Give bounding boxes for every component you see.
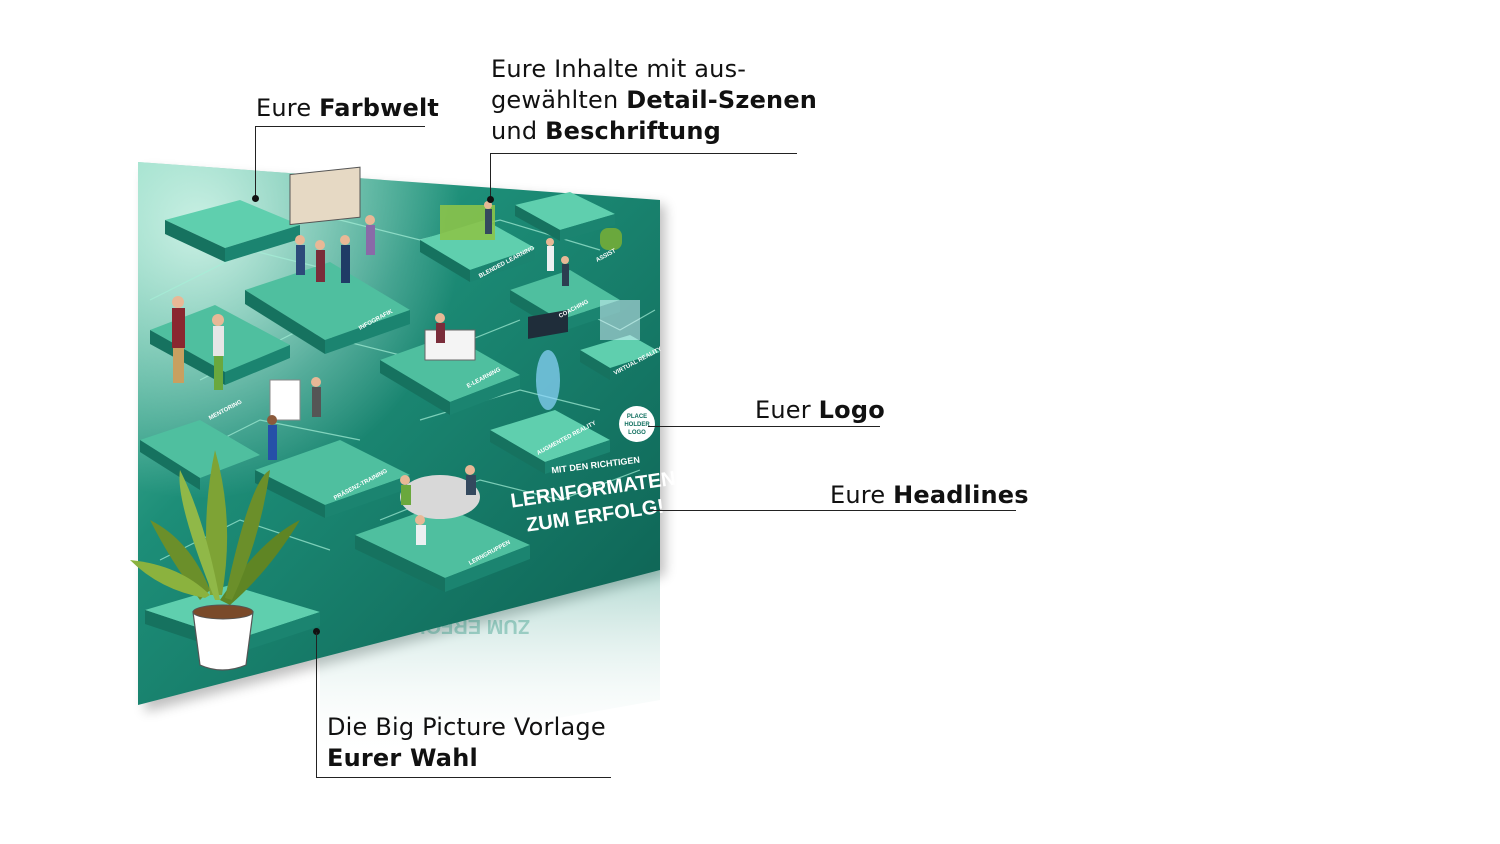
callout-vorlage-dot [313, 628, 320, 635]
tile-5 [515, 192, 615, 241]
callout-inhalte-line2-prefix: gewählten [491, 86, 627, 114]
callout-farbwelt: Eure Farbwelt [256, 93, 439, 124]
tile-1 [165, 200, 300, 262]
callout-inhalte-line1: Eure Inhalte mit aus- [491, 55, 747, 83]
callout-vorlage-line2-bold: Eurer Wahl [327, 744, 478, 772]
callout-inhalte-line2-bold: Detail-Szenen [626, 86, 818, 114]
tile-9 [140, 420, 260, 490]
callout-inhalte-vline [490, 153, 491, 198]
tile-7 [380, 335, 520, 415]
logo-placeholder-line3: LOGO [628, 430, 646, 436]
logo-placeholder: PLACE HOLDER LOGO [619, 406, 655, 442]
poster-figures [172, 166, 640, 545]
tile-11 [490, 410, 610, 474]
plant-illustration [130, 450, 300, 671]
callout-inhalte-line2: gewählten Detail-Szenen [491, 85, 817, 116]
callout-headlines: Eure Headlines [830, 480, 1029, 511]
callout-farbwelt-bold: Farbwelt [319, 94, 440, 122]
callout-farbwelt-vline [255, 126, 256, 198]
callout-logo: Euer Logo [755, 395, 885, 426]
callout-inhalte-dot [487, 196, 494, 203]
callout-vorlage-hline [316, 777, 611, 778]
callout-inhalte-hline [490, 153, 797, 154]
callout-inhalte-line3: und Beschriftung [491, 116, 817, 147]
callout-farbwelt-hline [255, 126, 425, 127]
tile-3 [245, 262, 410, 354]
logo-placeholder-line1: PLACE [627, 414, 647, 420]
tile-10 [255, 440, 410, 518]
logo-placeholder-line2: HOLDER [624, 422, 650, 428]
callout-headlines-bold: Headlines [893, 481, 1029, 509]
callout-vorlage: Die Big Picture Vorlage Eurer Wahl [327, 712, 606, 774]
callout-inhalte: Eure Inhalte mit aus- gewählten Detail-S… [491, 54, 817, 147]
callout-logo-hline [648, 426, 880, 427]
callout-farbwelt-prefix: Eure [256, 94, 320, 122]
callout-vorlage-vline [316, 632, 317, 778]
callout-logo-prefix: Euer [755, 396, 819, 424]
callout-inhalte-line3-prefix: und [491, 117, 546, 145]
callout-headlines-prefix: Eure [830, 481, 894, 509]
callout-farbwelt-dot [252, 195, 259, 202]
tile-12 [355, 505, 530, 592]
callout-vorlage-line1: Die Big Picture Vorlage [327, 713, 606, 741]
tile-8 [580, 335, 660, 380]
callout-inhalte-line3-bold: Beschriftung [545, 117, 721, 145]
poster-reflection [320, 565, 660, 760]
callout-logo-bold: Logo [818, 396, 885, 424]
callout-headlines-hline [648, 510, 1016, 511]
